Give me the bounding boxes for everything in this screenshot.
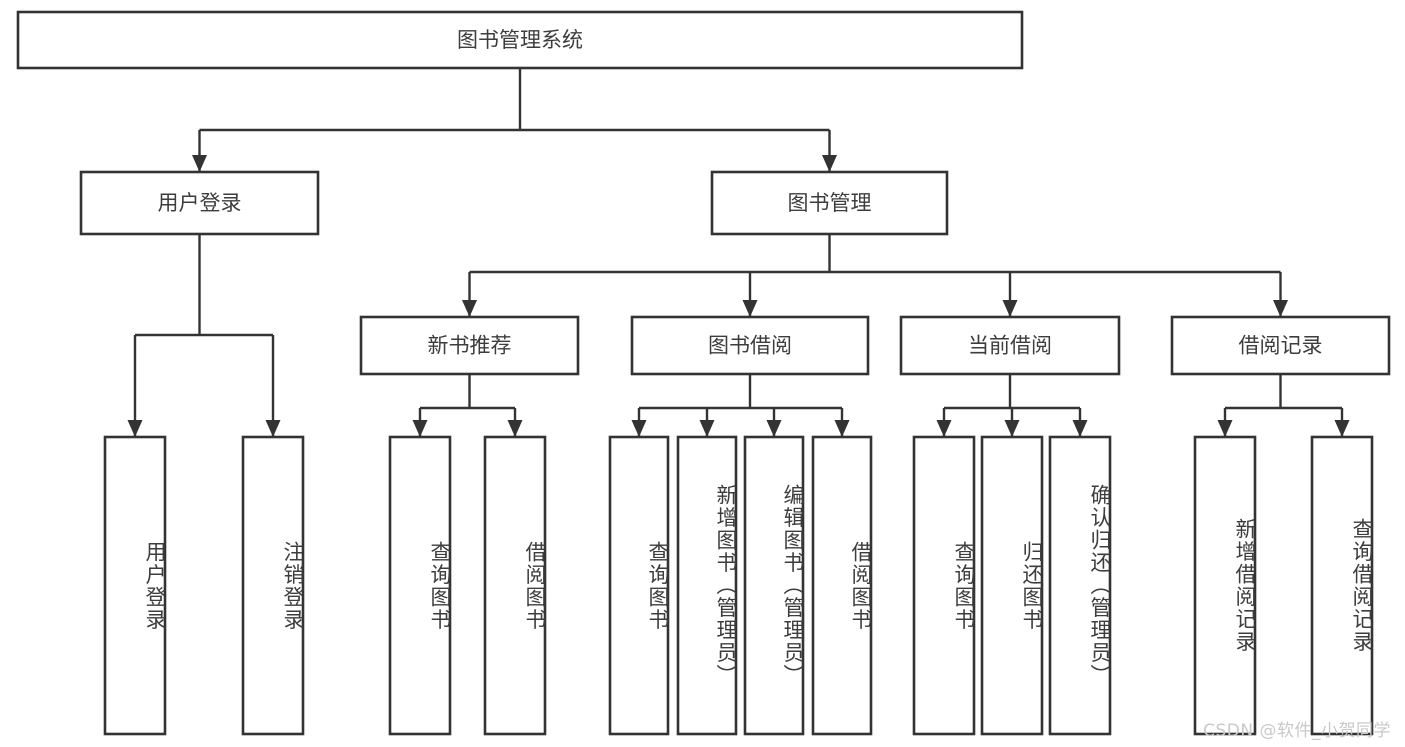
node-box-l-cb-2[interactable] [980, 435, 1044, 736]
node-box-l-cb-3[interactable] [1048, 435, 1112, 736]
arrow-head-icon-l-bb-1 [631, 420, 647, 437]
node-box-l-nbr-1[interactable] [388, 435, 452, 736]
arrow-head-icon-l-br-1 [1217, 420, 1233, 437]
arrow-head-icon-borrow-record [1273, 300, 1288, 317]
node-box-l-bb-1[interactable] [608, 435, 670, 736]
arrow-head-icon-new-book-rec [462, 300, 477, 317]
arrow-head-icon-l-bb-2 [699, 420, 715, 437]
arrow-head-icon-l-bb-3 [766, 420, 782, 437]
arrow-head-icon-l-br-2 [1334, 420, 1350, 437]
arrow-head-icon-leaf-user-login [127, 420, 143, 437]
node-label-borrow-record: 借阅记录 [1239, 334, 1323, 358]
node-label-user-login: 用户登录 [158, 191, 242, 215]
node-box-book-manage[interactable] [710, 170, 949, 236]
node-box-book-borrow[interactable] [630, 315, 870, 376]
node-label-new-book-rec: 新书推荐 [428, 334, 512, 358]
node-box-user-login[interactable] [79, 170, 320, 236]
node-box-new-book-rec[interactable] [359, 315, 580, 376]
arrow-head-icon-book-borrow [742, 300, 758, 317]
arrow-head-icon-l-cb-2 [1004, 420, 1020, 437]
node-box-current-borrow[interactable] [899, 315, 1121, 376]
csdn-watermark: CSDN @软件_小贺同学 [1203, 721, 1391, 741]
node-label-root: 图书管理系统 [457, 28, 583, 52]
node-box-root[interactable] [16, 10, 1024, 70]
node-box-l-br-2[interactable] [1310, 435, 1374, 736]
node-box-l-bb-2[interactable] [676, 435, 738, 736]
arrow-head-icon-l-nbr-2 [507, 420, 523, 437]
arrow-head-icon-book-manage [822, 155, 837, 172]
arrow-head-icon-l-cb-1 [936, 420, 952, 437]
node-box-l-br-1[interactable] [1193, 435, 1257, 736]
connector-layer [127, 68, 1350, 437]
box-layer [16, 10, 1391, 736]
node-box-l-bb-3[interactable] [743, 435, 805, 736]
arrow-head-icon-l-bb-4 [834, 420, 850, 437]
node-label-current-borrow: 当前借阅 [968, 334, 1052, 358]
node-box-borrow-record[interactable] [1170, 315, 1391, 376]
node-label-book-manage: 图书管理 [788, 191, 872, 215]
node-label-book-borrow: 图书借阅 [708, 334, 792, 358]
node-box-leaf-user-logout[interactable] [241, 435, 305, 736]
node-box-l-cb-1[interactable] [912, 435, 976, 736]
node-box-l-nbr-2[interactable] [483, 435, 547, 736]
arrow-head-icon-leaf-user-logout [265, 420, 281, 437]
node-box-l-bb-4[interactable] [811, 435, 873, 736]
arrow-head-icon-l-nbr-1 [412, 420, 428, 437]
arrow-head-icon-l-cb-3 [1072, 420, 1088, 437]
arrow-head-icon-current-borrow [1002, 300, 1018, 317]
arrow-head-icon-user-login [192, 155, 207, 172]
node-box-leaf-user-login[interactable] [103, 435, 167, 736]
